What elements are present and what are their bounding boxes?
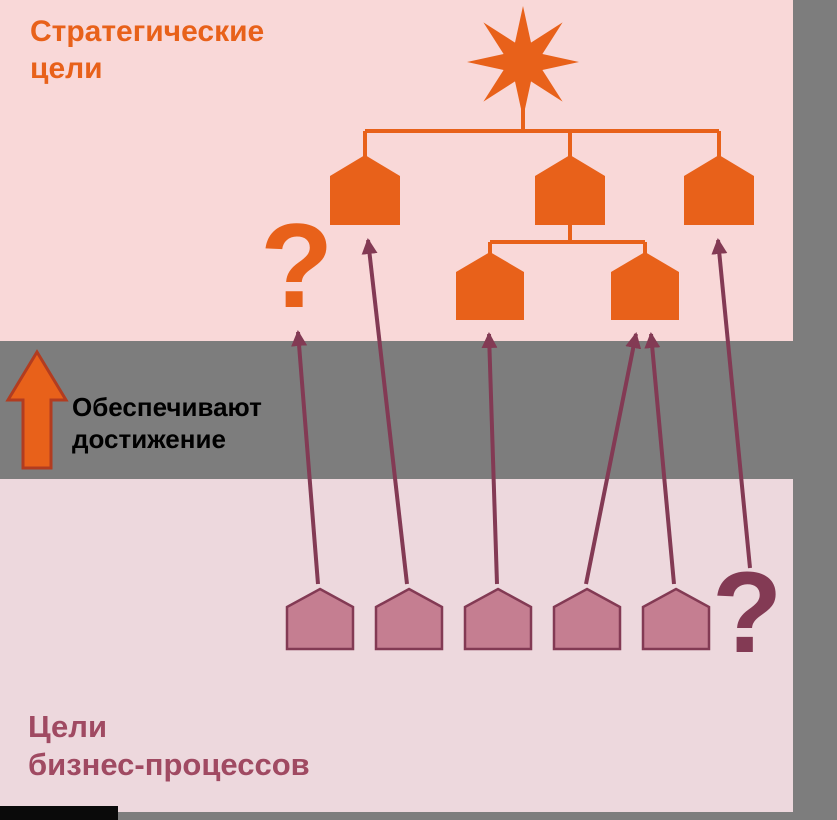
unknown-process-goal-question-mark: ? — [712, 549, 783, 677]
process-goal-pentagon-5 — [641, 587, 711, 651]
strategic-goals-tree — [330, 6, 754, 320]
unknown-strategic-goal-question-mark: ? — [260, 199, 334, 333]
process-goals-row — [285, 587, 711, 651]
mapping-arrow-5 — [644, 332, 676, 585]
strategic-subgoal-pentagon-1 — [456, 252, 524, 320]
strategic-goal-pentagon-2 — [535, 155, 605, 225]
process-goal-pentagon-1 — [285, 587, 355, 651]
mission-star-icon — [467, 6, 579, 118]
ensure-achievement-label: Обеспечивают достижение — [72, 392, 262, 454]
mapping-arrows — [291, 238, 752, 585]
process-goal-pentagon-3 — [463, 587, 533, 651]
strategic-goals-label: Стратегические цели — [30, 15, 265, 85]
mapping-arrow-2 — [361, 238, 409, 585]
mapping-arrow-6 — [711, 238, 752, 569]
strategic-goal-pentagon-1 — [330, 155, 400, 225]
process-goal-pentagon-4 — [552, 587, 622, 651]
tree-connector-level1 — [363, 104, 721, 158]
strategic-goal-pentagon-3 — [684, 155, 754, 225]
mapping-arrow-4 — [584, 332, 642, 585]
up-arrow-icon — [5, 349, 69, 470]
tree-connector-level2 — [488, 225, 647, 256]
bottom-edge-bar — [0, 806, 118, 820]
process-goals-label: Цели бизнес-процессов — [28, 709, 310, 782]
process-goal-pentagon-2 — [374, 587, 444, 651]
strategic-subgoal-pentagon-2 — [611, 252, 679, 320]
mapping-arrow-1 — [291, 330, 320, 585]
mapping-arrow-3 — [481, 332, 499, 585]
